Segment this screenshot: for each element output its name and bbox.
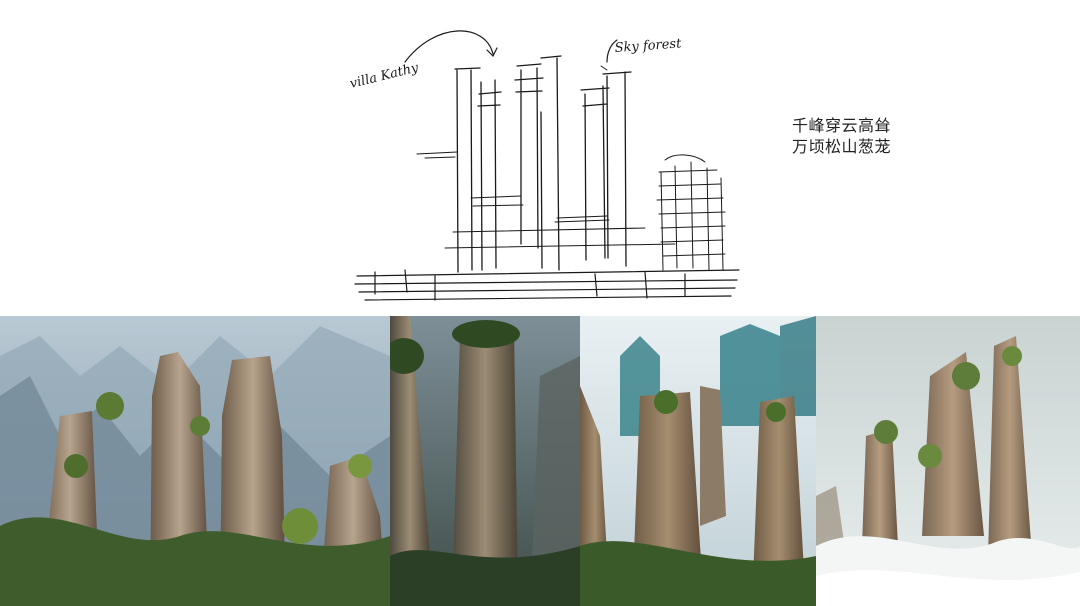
caption-line-2: 万顷松山葱茏 <box>792 137 892 156</box>
photo-pillars-in-clouds <box>816 316 1080 606</box>
caption-line-1: 千峰穿云高耸 <box>792 116 892 135</box>
sketch-annotation-right: Sky forest <box>614 36 682 56</box>
sketch-annotation-left: villa Kathy <box>348 60 420 92</box>
photo-strip <box>0 316 1080 606</box>
photo-hallelujah-pillar <box>390 316 580 606</box>
architecture-sketch: villa Kathy Sky forest <box>345 22 745 304</box>
photo-misty-peaks <box>580 316 816 606</box>
poetic-caption: 千峰穿云高耸 万顷松山葱茏 <box>792 115 891 157</box>
photo-pillars-daylight <box>0 316 390 606</box>
